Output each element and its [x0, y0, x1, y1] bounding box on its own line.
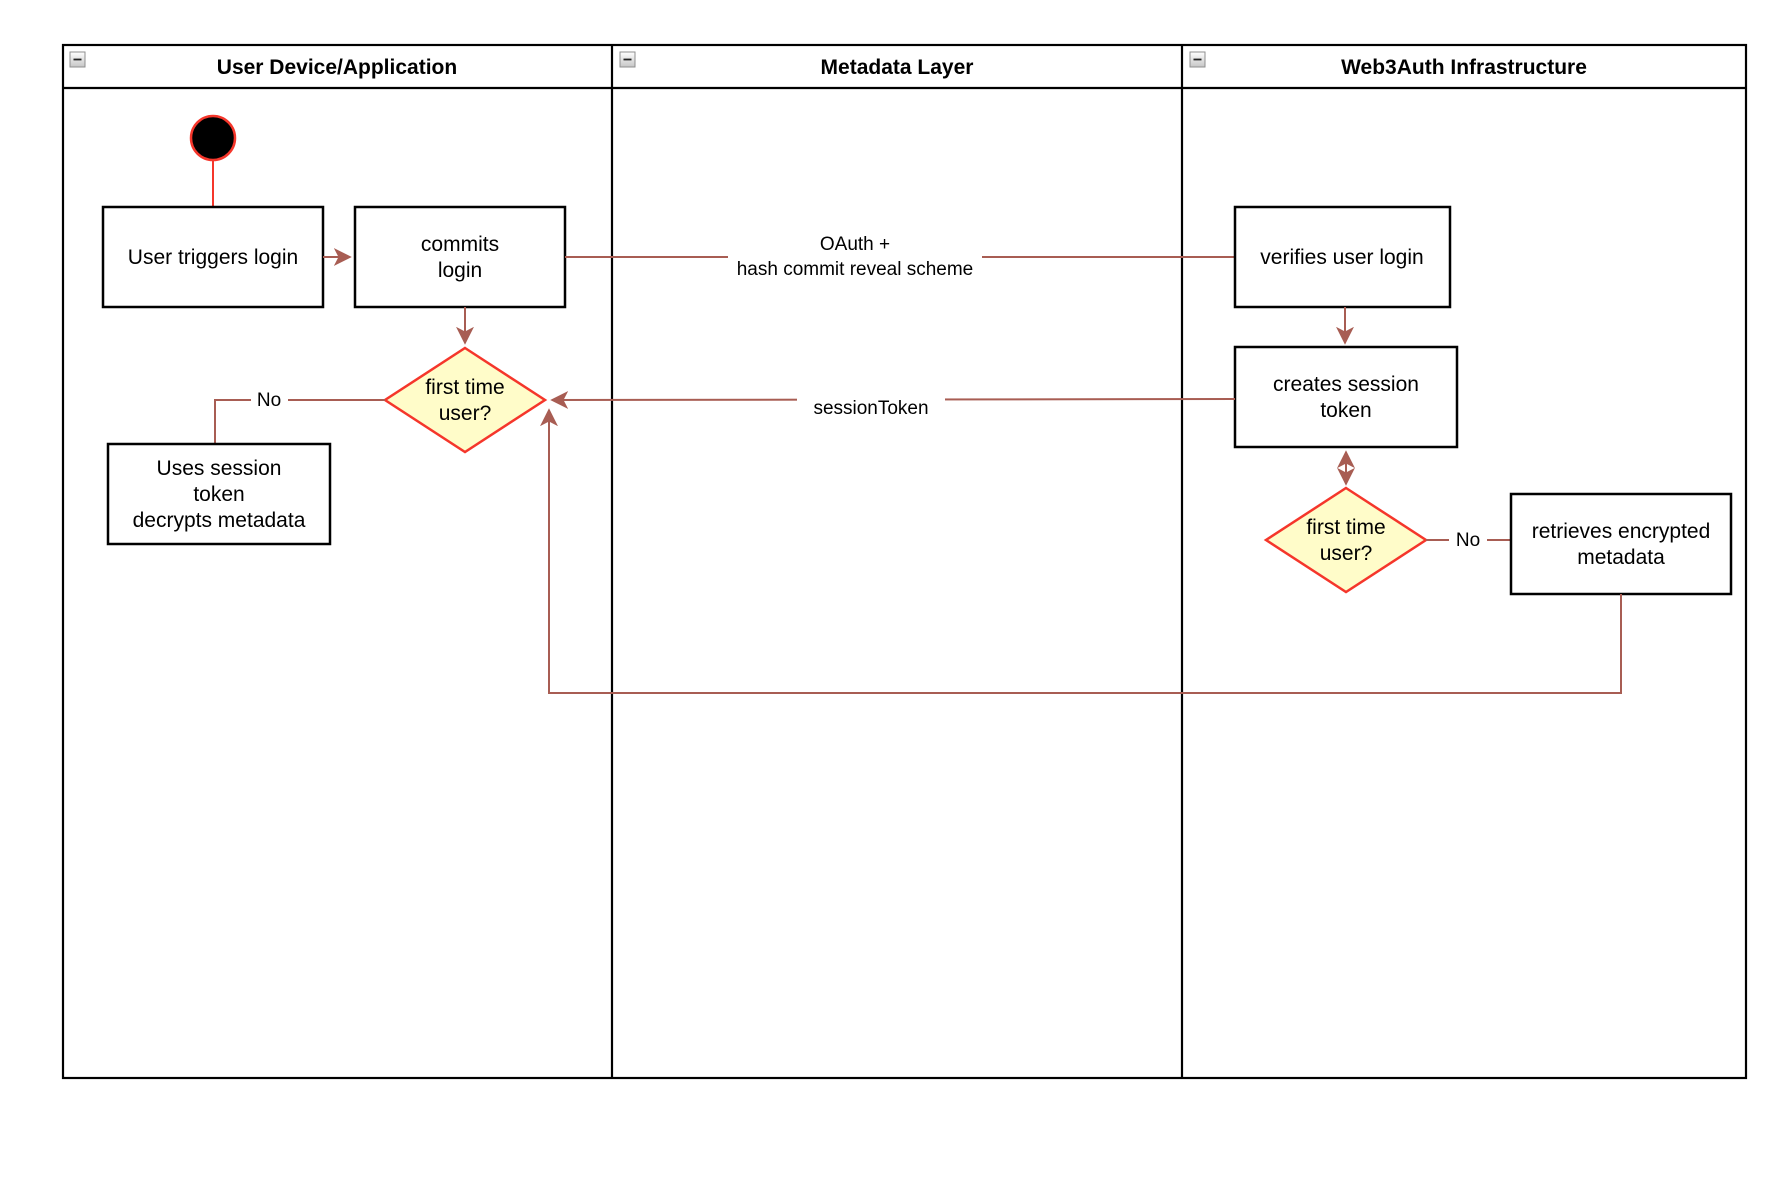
- edge-label-bg: [251, 387, 288, 412]
- node-label: Uses session: [157, 457, 282, 480]
- edge-label-session-token: sessionToken: [813, 398, 928, 419]
- node-label: User triggers login: [128, 246, 298, 269]
- edge-label-no-right: No: [1456, 530, 1480, 551]
- node-user-triggers-login[interactable]: User triggers login: [101, 205, 325, 309]
- node-label: user?: [439, 402, 492, 425]
- node-decision-first-time-user-left[interactable]: first time user?: [382, 346, 548, 454]
- node-uses-session-token[interactable]: Uses session token decrypts metadata: [106, 442, 332, 546]
- node-retrieves-encrypted-metadata[interactable]: retrieves encrypted metadata: [1509, 492, 1733, 596]
- node-verifies-user-login[interactable]: verifies user login: [1233, 205, 1452, 309]
- edge-label-oauth: hash commit reveal scheme: [737, 259, 974, 280]
- edge-label-no-left: No: [257, 390, 281, 411]
- node-label: metadata: [1577, 546, 1665, 569]
- node-label: first time: [425, 376, 504, 399]
- node-label: decrypts metadata: [133, 509, 306, 532]
- node-label: commits: [421, 233, 499, 256]
- lane-title-web3auth: Web3Auth Infrastructure: [1341, 56, 1587, 79]
- node-creates-session-token[interactable]: creates session token: [1233, 345, 1459, 449]
- lane-collapse-button-metadata-layer[interactable]: [619, 51, 636, 68]
- node-label: token: [1320, 399, 1371, 422]
- node-label: creates session: [1273, 373, 1419, 396]
- node-label: verifies user login: [1260, 246, 1423, 269]
- start-node[interactable]: [189, 114, 237, 162]
- lane-title-user-device: User Device/Application: [217, 56, 457, 79]
- lane-title-metadata-layer: Metadata Layer: [821, 56, 974, 79]
- edge-no-to-uses-session-token[interactable]: [214, 399, 385, 443]
- lane-collapse-button-user-device[interactable]: [69, 51, 86, 68]
- node-label: user?: [1320, 542, 1373, 565]
- edge-label-bg: [797, 396, 945, 421]
- edge-label-oauth: OAuth +: [820, 234, 890, 255]
- node-label: retrieves encrypted: [1532, 520, 1711, 543]
- edge-label-bg: [1449, 527, 1487, 552]
- node-decision-first-time-user-right[interactable]: first time user?: [1263, 486, 1429, 594]
- edge-retrieves-metadata-return[interactable]: [540, 408, 1622, 694]
- lane-collapse-button-web3auth[interactable]: [1189, 51, 1206, 68]
- pool-border: [61, 43, 1748, 1080]
- node-label: first time: [1306, 516, 1385, 539]
- node-label: login: [438, 259, 482, 282]
- edge-label-bg: [728, 231, 982, 283]
- node-commits-login[interactable]: commits login: [353, 205, 567, 309]
- node-label: token: [193, 483, 244, 506]
